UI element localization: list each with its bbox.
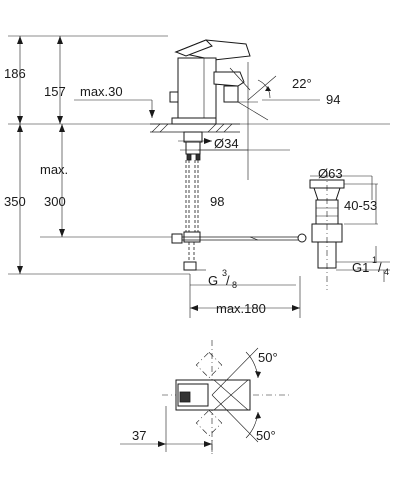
basin-thickness-label: 40-53 — [344, 198, 377, 213]
spout-reach-height-label: 94 — [326, 92, 340, 107]
lever-clearance-label: max.30 — [80, 84, 123, 99]
waste-reach-label: max.180 — [216, 301, 266, 316]
plan-view — [120, 340, 290, 456]
mounting-shank — [183, 131, 203, 161]
waste-thread-slash: / — [378, 260, 382, 275]
hose-offset-label: 98 — [210, 194, 224, 209]
waste-thread-num: 1 — [372, 255, 377, 265]
inlet-thread-num: 3 — [222, 268, 227, 278]
pull-rod — [171, 233, 307, 244]
top-angle-label: 50° — [258, 350, 278, 365]
waste-thread-main: G1 — [352, 260, 369, 275]
hose-offset-lines — [180, 124, 290, 180]
waste-reach-lines — [189, 274, 301, 318]
spout-angle-lines — [229, 62, 320, 124]
counter-top — [150, 123, 240, 133]
hole-diameter-label: Ø34 — [214, 136, 239, 151]
lever-clearance-lines — [74, 99, 155, 118]
inlet-thread-den: 8 — [232, 280, 237, 290]
inlet-thread-label: G 3 / 8 — [208, 268, 237, 290]
spout-height-label: 157 — [44, 84, 66, 99]
hole-diameter-lines — [178, 138, 212, 144]
faucet-body — [169, 39, 258, 125]
hose-length-label: 300 — [44, 194, 66, 209]
total-height-label: 186 — [4, 66, 26, 81]
max-label: max. — [40, 162, 68, 177]
waste-thread-den: 4 — [384, 267, 389, 277]
inlet-thread-main: G — [208, 273, 218, 288]
bottom-angle-label: 50° — [256, 428, 276, 443]
inlet-thread-slash: / — [226, 273, 230, 288]
waste-thread-label: G1 1 / 4 — [352, 255, 389, 277]
spout-angle-label: 22° — [292, 76, 312, 91]
waste-dimension-lines — [310, 175, 390, 282]
lever-offset-label: 37 — [132, 428, 146, 443]
below-counter-label: 350 — [4, 194, 26, 209]
vertical-dimension-lines — [8, 35, 390, 275]
waste-diameter-label: Ø63 — [318, 166, 343, 181]
waste-valve — [309, 172, 345, 290]
supply-hoses — [183, 160, 201, 271]
